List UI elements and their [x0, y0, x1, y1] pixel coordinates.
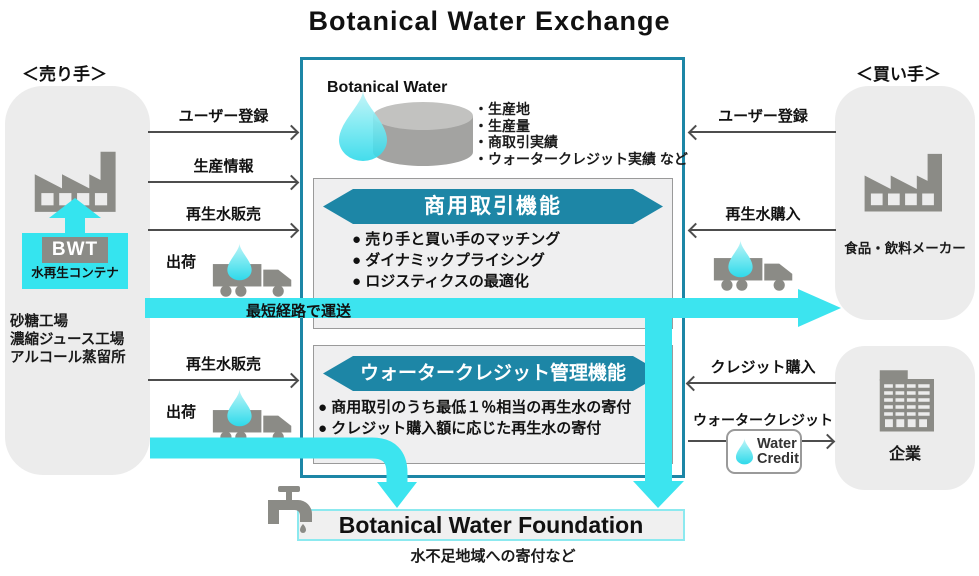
truck-icon — [212, 264, 292, 297]
label-ship-1: 出荷 — [166, 254, 197, 271]
arrow-credit-purchase — [688, 382, 836, 384]
badge-line1: Water — [757, 435, 797, 452]
office-building-icon — [879, 370, 934, 432]
db-item: ・生産地 — [474, 101, 530, 117]
foundation-title-box: Botanical Water Foundation — [297, 509, 685, 541]
credit-function-items: ● 商用取引のうち最低１％相当の再生水の寄付 ● クレジット購入額に応じた再生水… — [318, 397, 631, 439]
seller-header: ＜売り手＞ — [22, 65, 107, 84]
db-item: ・生産量 — [474, 117, 530, 134]
industry-item: 砂糖工場 — [10, 314, 68, 330]
arrow-user-registration-left — [148, 131, 297, 133]
label-water-credit: ウォータークレジット — [693, 412, 833, 428]
label-water-sale-1: 再生水販売 — [185, 206, 261, 223]
label-water-sale-2: 再生水販売 — [185, 356, 261, 373]
badge-line2: Credit — [757, 450, 799, 467]
trade-function-banner: 商用取引機能 — [323, 189, 663, 224]
credit-item: ● クレジット購入額に応じた再生水の寄付 — [318, 420, 602, 437]
arrow-water-sale-1 — [148, 229, 297, 231]
bwt-container: BWT 水再生コンテナ — [22, 233, 128, 289]
trade-item: ● 売り手と買い手のマッチング — [352, 231, 561, 248]
label-ship-2: 出荷 — [166, 404, 197, 421]
truck-icon — [713, 258, 793, 291]
label-user-registration-left: ユーザー登録 — [178, 108, 269, 125]
trade-item: ● ロジスティクスの最適化 — [352, 273, 529, 290]
database-items: ・生産地 ・生産量 ・商取引実績 ・ウォータークレジット実績 など — [474, 101, 688, 167]
arrow-water-purchase — [690, 229, 836, 231]
credit-function-banner: ウォータークレジット管理機能 — [323, 356, 663, 391]
up-arrow-icon — [49, 198, 101, 234]
bwt-sublabel: 水再生コンテナ — [31, 266, 119, 280]
buyer-maker-label: 食品・飲料メーカー — [844, 241, 966, 256]
seller-panel: BWT 水再生コンテナ 砂糖工場 濃縮ジュース工場 アルコール蒸留所 — [5, 86, 150, 475]
transport-arrowhead — [798, 289, 841, 327]
bwt-label: BWT — [42, 237, 108, 263]
transport-label: 最短経路で運送 — [246, 303, 352, 320]
water-drop-icon — [227, 243, 252, 281]
db-item: ・商取引実績 — [474, 134, 558, 150]
industry-item: 濃縮ジュース工場 — [10, 332, 125, 348]
foundation-caption: 水不足地域への寄付など — [410, 548, 576, 565]
water-drop-icon — [735, 438, 754, 465]
donation-down-arrowhead — [377, 482, 417, 508]
company-label: 企業 — [888, 446, 921, 463]
truck-icon — [212, 410, 292, 443]
buyer-panel — [835, 86, 975, 320]
buyer-header: ＜買い手＞ — [856, 65, 941, 84]
water-drop-icon — [227, 389, 252, 427]
label-credit-purchase: クレジット購入 — [710, 359, 816, 376]
arrow-water-sale-2 — [148, 379, 297, 381]
credit-down-arrowhead — [633, 481, 684, 508]
page-title: Botanical Water Exchange — [308, 6, 671, 36]
trade-item: ● ダイナミックプライシング — [352, 252, 545, 269]
water-drop-icon — [728, 240, 753, 278]
botanical-water-label: Botanical Water — [327, 79, 448, 96]
arrow-user-registration-right — [690, 131, 836, 133]
db-item: ・ウォータークレジット実績 など — [474, 150, 688, 167]
label-water-purchase: 再生水購入 — [725, 206, 801, 223]
faucet-icon — [268, 486, 312, 533]
seller-industries: 砂糖工場 濃縮ジュース工場 アルコール蒸留所 — [10, 313, 126, 367]
credit-item: ● 商用取引のうち最低１％相当の再生水の寄付 — [318, 399, 632, 416]
water-database-icon — [339, 90, 473, 166]
company-panel — [835, 346, 975, 490]
arrow-production-info — [148, 181, 297, 183]
label-production-info: 生産情報 — [193, 158, 254, 175]
svg-defs — [0, 0, 1, 1]
industry-item: アルコール蒸留所 — [10, 350, 126, 366]
factory-icon — [864, 153, 942, 212]
water-credit-badge: Water Credit — [726, 429, 802, 474]
label-user-registration-right: ユーザー登録 — [718, 108, 808, 125]
trade-function-items: ● 売り手と買い手のマッチング ● ダイナミックプライシング ● ロジスティクス… — [352, 229, 560, 292]
